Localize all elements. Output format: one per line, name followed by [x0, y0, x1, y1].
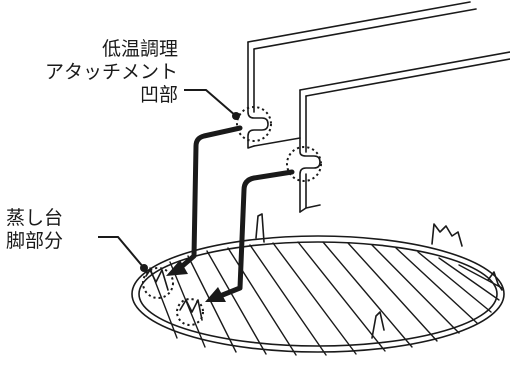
attachment-recess-label: 低温調理 アタッチメント 凹部 — [45, 38, 178, 107]
highlight-attachment-recess-lower — [286, 146, 322, 182]
stand-rim-outer — [131, 235, 505, 353]
stand-leg-front-right — [371, 311, 385, 339]
leader-lines — [98, 89, 237, 269]
arrow-heads — [166, 260, 226, 302]
stand-leg-back — [255, 213, 265, 243]
highlight-attachment-recess-upper — [236, 106, 272, 142]
stand-leg-left — [145, 269, 169, 291]
stand-grid-bars — [149, 241, 503, 356]
arrow-upper — [177, 125, 243, 271]
arrow-lower-head — [205, 287, 226, 302]
highlight-stand-leg-front — [176, 298, 204, 326]
stand-leg-far-right — [487, 271, 503, 291]
leader-dot-attachment — [232, 112, 240, 120]
highlight-stand-leg-left — [142, 267, 174, 299]
attachment-label-line2: アタッチメント — [44, 61, 178, 83]
steam-label-line2: 脚部分 — [6, 230, 64, 252]
leader-dots — [140, 112, 240, 272]
leader-dot-steam-stand — [140, 264, 148, 272]
leader-steam-stand — [98, 236, 145, 269]
stand-leg-front-left — [179, 299, 203, 321]
attachment-label-line1: 低温調理 — [101, 38, 178, 60]
stand-leg-right — [431, 223, 463, 247]
steam-stand — [131, 213, 505, 356]
steam-stand-leg-label: 蒸し台 脚部分 — [6, 207, 63, 253]
attachment-label-line3: 凹部 — [139, 84, 178, 106]
arrow-upper-head — [166, 260, 188, 276]
steam-label-line1: 蒸し台 — [6, 207, 64, 229]
stand-rim-inner — [138, 241, 498, 347]
highlight-circles — [142, 106, 322, 326]
insertion-arrows — [177, 125, 295, 299]
leader-attachment — [184, 89, 237, 117]
cooking-attachment — [247, 1, 510, 213]
arrow-lower — [217, 169, 295, 299]
